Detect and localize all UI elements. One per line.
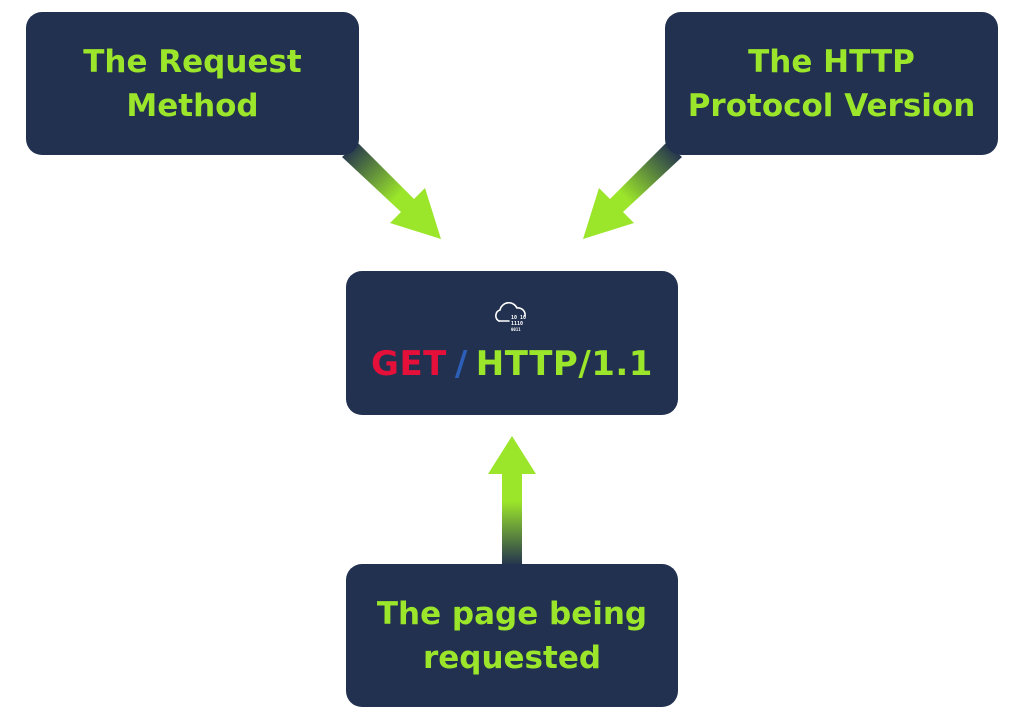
cloud-binary-icon: 10 10 1110 0011 [495,302,526,332]
protocol-version-label-line1: The HTTP [748,43,915,80]
protocol-version-label-line2: Protocol Version [687,87,976,124]
http-method: GET [371,344,447,384]
protocol-version-box: The HTTP Protocol Version [665,12,998,155]
arrow-page-to-request [488,436,536,566]
request-method-label-line1: The Request [83,43,302,80]
requested-page-label-line1: The page being [376,595,648,632]
request-line-box: 10 10 1110 0011 GET/HTTP/1.1 [346,271,678,415]
logo-binary-row-1: 10 10 [511,315,526,321]
arrow-method-to-request [342,143,441,239]
request-method-label-line2: Method [126,87,259,124]
requested-page-label-line2: requested [422,639,602,676]
request-method-box: The Request Method [26,12,359,155]
arrow-version-to-request [583,143,682,239]
http-protocol: HTTP/1.1 [475,344,653,384]
request-line-text: GET/HTTP/1.1 [371,344,653,384]
path-separator: / [454,344,468,384]
logo-binary-row-3: 0011 [511,327,521,332]
logo-binary-row-2: 1110 [511,321,523,327]
requested-page-box: The page being requested [346,564,678,707]
